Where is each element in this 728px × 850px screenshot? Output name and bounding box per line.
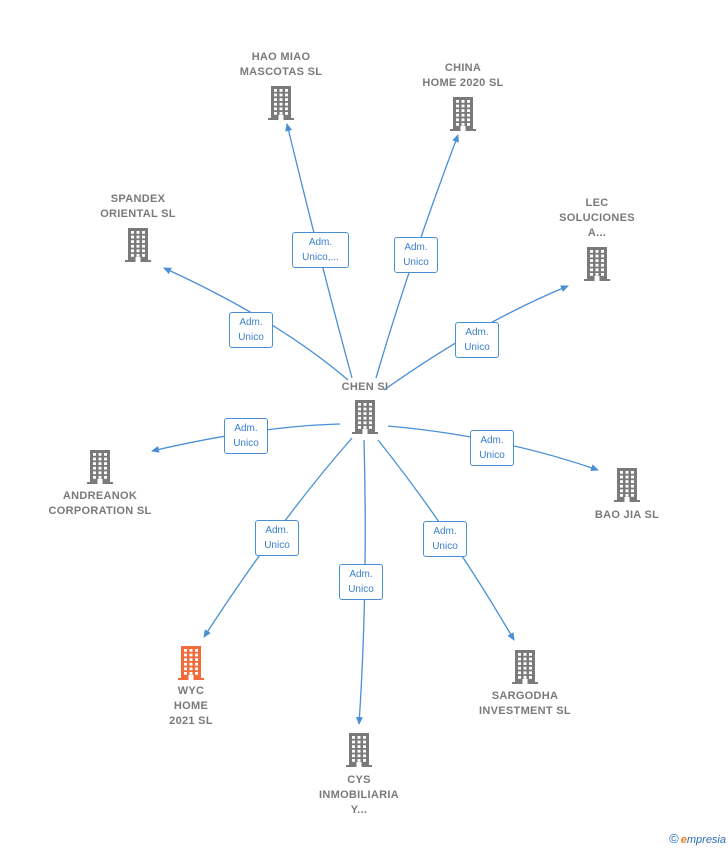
building-icon xyxy=(87,450,113,484)
company-label: HAO MIAO MASCOTAS SL xyxy=(239,51,323,78)
building-icon xyxy=(346,733,372,767)
company-label: SARGODHA INVESTMENT SL xyxy=(479,690,571,717)
edge-label[interactable]: Adm. Unico xyxy=(470,430,514,466)
building-icon xyxy=(614,468,640,502)
edge-label[interactable]: Adm. Unico xyxy=(455,322,499,358)
edge-label[interactable]: Adm. Unico xyxy=(339,564,383,600)
center-node-label: CHEN SI xyxy=(341,381,389,393)
company-label: SPANDEX ORIENTAL SL xyxy=(100,193,176,220)
building-icon xyxy=(512,650,538,684)
company-label: ANDREANOK CORPORATION SL xyxy=(48,490,152,517)
empresia-logo[interactable]: ©empresia xyxy=(669,831,726,846)
edge-label[interactable]: Adm. Unico xyxy=(255,520,299,556)
edge-label[interactable]: Adm. Unico,... xyxy=(292,232,349,268)
edge-label[interactable]: Adm. Unico xyxy=(394,237,438,273)
edge-label[interactable]: Adm. Unico xyxy=(229,312,273,348)
company-label: WYC HOME 2021 SL xyxy=(169,685,213,727)
company-label: CYS INMOBILIARIA Y... xyxy=(319,774,399,816)
building-icon xyxy=(584,247,610,281)
building-icon xyxy=(125,228,151,262)
company-label: LEC SOLUCIONES A... xyxy=(559,197,635,239)
edge-label[interactable]: Adm. Unico xyxy=(423,521,467,557)
building-icon xyxy=(450,97,476,131)
edge-label[interactable]: Adm. Unico xyxy=(224,418,268,454)
brand-initial: e xyxy=(680,834,687,846)
company-label: CHINA HOME 2020 SL xyxy=(422,62,504,89)
copyright-icon: © xyxy=(669,831,679,846)
building-icon xyxy=(352,400,378,434)
building-icon xyxy=(178,646,204,680)
company-label: BAO JIA SL xyxy=(594,509,660,521)
building-icon xyxy=(268,86,294,120)
brand-name: mpresia xyxy=(686,834,726,846)
